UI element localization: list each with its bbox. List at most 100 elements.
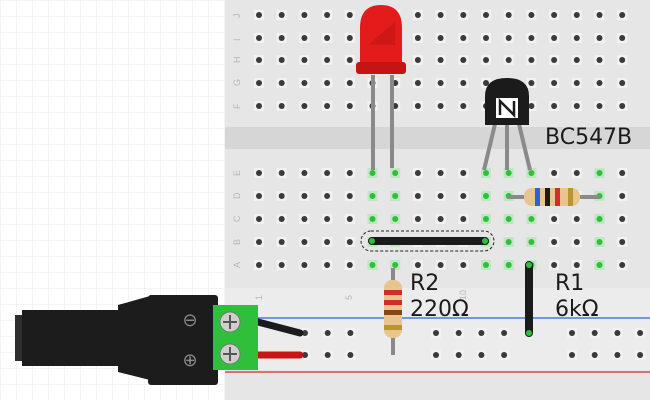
breadboard-hole (503, 237, 514, 247)
breadboard-hole (549, 10, 560, 20)
breadboard-hole (344, 214, 355, 224)
column-number-10: 10 (458, 290, 468, 300)
breadboard-hole (276, 33, 287, 43)
breadboard-hole (594, 33, 605, 43)
breadboard-hole (526, 33, 537, 43)
breadboard-hole (254, 78, 264, 88)
breadboard-hole (276, 101, 287, 111)
breadboard-hole (322, 191, 333, 201)
breadboard-hole (344, 33, 355, 43)
breadboard-hole (435, 260, 446, 270)
breadboard-hole (571, 101, 582, 111)
breadboard-hole (299, 237, 310, 247)
breadboard-hole (367, 214, 378, 224)
breadboard-hole (344, 10, 355, 20)
breadboard-hole (526, 55, 537, 65)
row-letter: G (232, 79, 242, 86)
breadboard-hole (412, 191, 423, 201)
breadboard-hole (299, 101, 310, 111)
breadboard-hole (594, 10, 605, 20)
breadboard-hole (481, 10, 491, 20)
rail-hole (476, 350, 487, 360)
jumper-wire-horizontal[interactable] (360, 230, 495, 252)
rail-hole (567, 350, 577, 360)
rail-hole (589, 350, 600, 360)
breadboard-hole (254, 260, 264, 270)
breadboard-hole (344, 260, 355, 270)
breadboard-hole (549, 78, 560, 88)
breadboard-hole (390, 260, 401, 270)
breadboard-hole (617, 33, 628, 43)
breadboard-hole (594, 214, 605, 224)
breadboard-hole (254, 237, 264, 247)
breadboard-hole (481, 55, 491, 65)
rail-hole (589, 328, 600, 338)
breadboard-hole (594, 260, 605, 270)
breadboard-hole (344, 168, 355, 178)
row-letter: A (232, 262, 242, 268)
column-number-1: 1 (254, 295, 264, 300)
breadboard-hole (617, 55, 628, 65)
rail-hole (453, 328, 464, 338)
rail-hole (431, 350, 441, 360)
breadboard-hole (458, 191, 469, 201)
breadboard-hole (594, 168, 605, 178)
breadboard-hole (344, 237, 355, 247)
breadboard-hole (276, 260, 287, 270)
breadboard-hole (526, 78, 537, 88)
breadboard-hole (571, 78, 582, 88)
breadboard-hole (276, 237, 287, 247)
breadboard-hole (458, 168, 469, 178)
breadboard-hole (458, 33, 469, 43)
breadboard-hole (276, 168, 287, 178)
breadboard-hole (412, 78, 423, 88)
plus-terminal-symbol: ⊕ (182, 350, 197, 371)
breadboard-hole (254, 33, 264, 43)
breadboard-hole (594, 78, 605, 88)
breadboard-hole (458, 260, 469, 270)
breadboard-hole (435, 101, 446, 111)
breadboard-hole (299, 55, 310, 65)
breadboard-hole (549, 214, 560, 224)
npn-transistor-icon (482, 78, 532, 171)
breadboard-hole (322, 168, 333, 178)
breadboard-hole (526, 168, 537, 178)
breadboard-hole (571, 33, 582, 43)
black-wire[interactable] (254, 318, 304, 337)
breadboard-hole (481, 78, 491, 88)
breadboard-hole (526, 237, 537, 247)
resistor-r1 (507, 188, 600, 206)
r2-name-label: R2 (410, 271, 439, 296)
breadboard-hole (435, 168, 446, 178)
breadboard-hole (549, 101, 560, 111)
breadboard-hole (549, 237, 560, 247)
row-letter: I (232, 38, 242, 41)
rail-hole (635, 328, 646, 338)
breadboard-hole (549, 168, 560, 178)
breadboard-hole (481, 260, 491, 270)
rail-hole (612, 350, 623, 360)
breadboard-hole (254, 55, 264, 65)
rail-hole (499, 350, 510, 360)
breadboard-hole (390, 191, 401, 201)
breadboard-hole (412, 260, 423, 270)
breadboard-hole (299, 33, 310, 43)
breadboard-hole (322, 55, 333, 65)
rail-hole (300, 350, 310, 360)
jumper-wire-vertical[interactable] (525, 261, 533, 337)
row-letter: E (232, 170, 242, 176)
breadboard-hole (367, 260, 378, 270)
breadboard-hole (503, 10, 514, 20)
breadboard-hole (344, 55, 355, 65)
breadboard-hole (571, 237, 582, 247)
breadboard-hole (344, 101, 355, 111)
breadboard-hole (526, 214, 537, 224)
breadboard-hole (481, 214, 491, 224)
breadboard-hole (594, 55, 605, 65)
breadboard-hole (571, 55, 582, 65)
rail-hole (612, 328, 623, 338)
breadboard-hole (435, 33, 446, 43)
breadboard-hole (322, 78, 333, 88)
breadboard-hole (412, 33, 423, 43)
